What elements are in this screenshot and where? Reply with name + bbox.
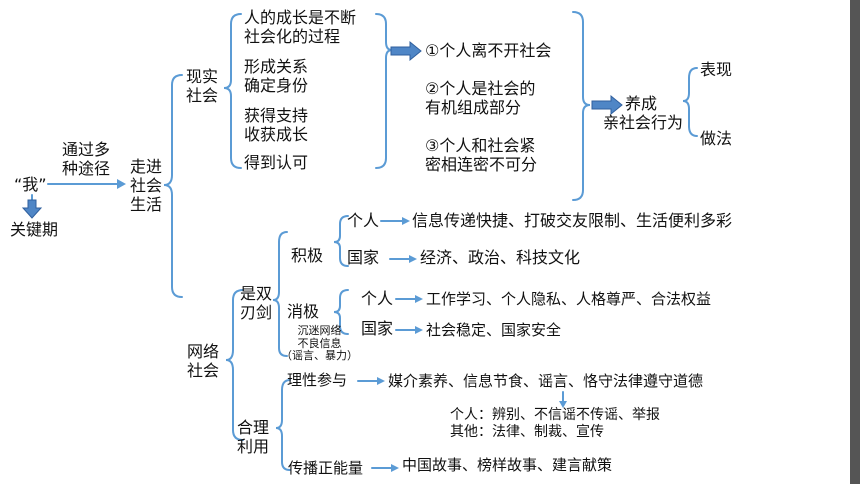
- node-xianshi-item-3: 获得支持 收获成长: [244, 106, 309, 145]
- node-yangcheng: 养成 亲社会行为: [603, 94, 684, 133]
- arrowhead-lixing: [377, 377, 385, 385]
- node-lixing-sub: 个人：辨别、不信谣不传谣、举报 其他：法律、制裁、宣传: [450, 407, 660, 440]
- node-lixing: 理性参与: [287, 371, 348, 389]
- brace-heli: [275, 379, 291, 471]
- node-heli: 合理 利用: [237, 418, 270, 457]
- node-point-2: ②个人是社会的 有机组成部分: [425, 79, 536, 118]
- node-jiji-geren: 个人: [347, 211, 380, 230]
- node-chuanbo-text: 中国故事、榜样故事、建言献策: [402, 456, 613, 474]
- node-xianshi-title: 现实 社会: [186, 67, 219, 106]
- arrowhead-jiji-geren: [402, 217, 410, 225]
- block-arrow-wo-down: [21, 199, 43, 219]
- node-chuanbo: 传播正能量: [288, 459, 364, 477]
- node-xiaoji-note: 沉迷网络 不良信息 （谣言、暴力）: [281, 324, 358, 363]
- node-wo: “我”: [14, 175, 47, 194]
- node-point-1: ①个人离不开社会: [425, 41, 552, 60]
- block-arrow-to-yangcheng: [591, 94, 623, 116]
- node-tongguo: 通过多 种途径: [62, 140, 111, 179]
- arrowhead-lixing-down: [559, 401, 567, 408]
- node-jiji-geren-text: 信息传递快捷、打破交友限制、生活便利多彩: [412, 211, 733, 230]
- node-lixing-text: 媒介素养、信息节食、谣言、恪守法律遵守道德: [388, 372, 704, 390]
- brace-zoujin: [163, 74, 183, 298]
- node-zuofa: 做法: [700, 129, 733, 148]
- brace-xiaoji: [333, 289, 349, 335]
- node-jiji-guojia: 国家: [347, 248, 380, 267]
- arrowhead-chuanbo: [391, 464, 399, 472]
- block-arrow-to-points: [390, 40, 422, 62]
- node-xiaoji-geren: 个人: [361, 289, 394, 308]
- brace-yangcheng: [682, 67, 698, 137]
- node-xiaoji-guojia-text: 社会稳定、国家安全: [426, 321, 562, 339]
- brace-xianshi: [223, 13, 242, 169]
- bracket-xianshi-right: [375, 13, 393, 169]
- node-biaoxian: 表现: [700, 60, 733, 79]
- node-xianshi-item-4: 得到认可: [244, 153, 309, 172]
- slide-edge-strip: [850, 0, 860, 484]
- node-wangluo-title: 网络 社会: [187, 342, 220, 381]
- node-xiaoji-guojia: 国家: [361, 319, 394, 338]
- brace-jiji: [333, 215, 349, 267]
- bracket-points-right: [572, 11, 591, 201]
- arrowhead-jiji-guojia: [409, 255, 417, 263]
- node-xianshi-item-2: 形成关系 确定身份: [244, 57, 309, 96]
- node-xiaoji: 消极: [287, 302, 320, 321]
- arrowhead-wo-to-zoujin: [117, 179, 126, 189]
- node-xianshi-item-1: 人的成长是不断 社会化的过程: [244, 8, 357, 47]
- arrowhead-xiaoji-geren: [415, 295, 423, 303]
- arrowhead-xiaoji-guojia: [415, 326, 423, 334]
- node-jiji-guojia-text: 经济、政治、科技文化: [420, 248, 581, 267]
- node-shuangrenjian: 是双 刃剑: [240, 284, 273, 323]
- node-zoujin: 走进 社会 生活: [130, 157, 163, 215]
- node-xiaoji-geren-text: 工作学习、个人隐私、人格尊严、合法权益: [426, 290, 712, 308]
- node-guanjianqi: 关键期: [10, 220, 59, 239]
- brace-wangluo: [225, 289, 244, 441]
- node-point-3: ③个人和社会紧 密相连密不可分: [425, 136, 538, 175]
- node-jiji: 积极: [291, 246, 324, 265]
- brace-shuangrenjian: [272, 231, 288, 357]
